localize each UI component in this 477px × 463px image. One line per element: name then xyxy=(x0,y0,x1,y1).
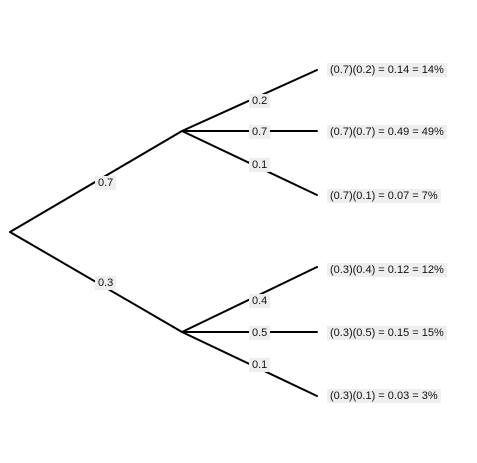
branch-probability-label: 0.7 xyxy=(249,125,271,139)
outcome-label: (0.3)(0.5) = 0.15 = 15% xyxy=(327,326,447,340)
branch-probability-label: 0.1 xyxy=(249,158,271,172)
outcome-label: (0.3)(0.1) = 0.03 = 3% xyxy=(327,389,441,403)
branch-probability-label: 0.4 xyxy=(249,294,271,308)
outcome-label: (0.7)(0.2) = 0.14 = 14% xyxy=(327,63,447,77)
outcome-label: (0.3)(0.4) = 0.12 = 12% xyxy=(327,263,447,277)
branch-probability-label: 0.7 xyxy=(95,176,117,190)
outcome-label: (0.7)(0.1) = 0.07 = 7% xyxy=(327,189,441,203)
branch-probability-label: 0.5 xyxy=(249,326,271,340)
branch-probability-label: 0.2 xyxy=(249,94,271,108)
outcome-label: (0.7)(0.7) = 0.49 = 49% xyxy=(327,125,447,139)
branch-probability-label: 0.1 xyxy=(249,358,271,372)
branch-probability-label: 0.3 xyxy=(95,276,117,290)
